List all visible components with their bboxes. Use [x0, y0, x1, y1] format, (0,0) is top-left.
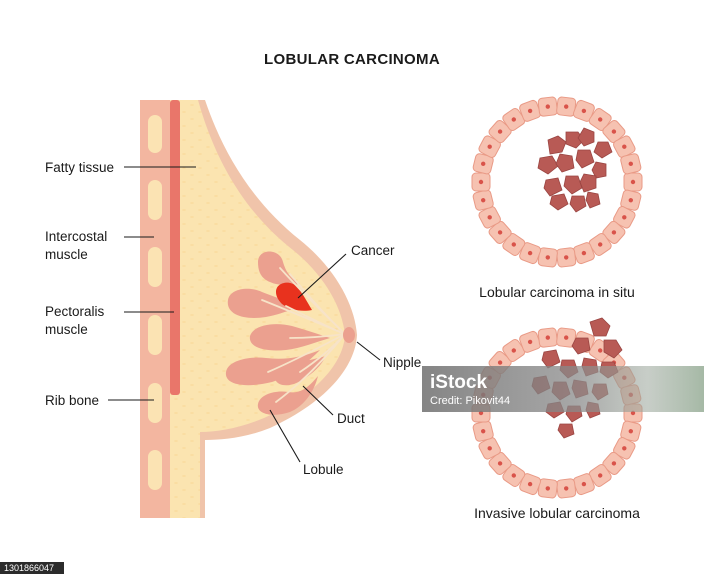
- label-duct: Duct: [337, 411, 365, 426]
- ring-cell: [602, 120, 626, 144]
- label-nipple: Nipple: [383, 355, 421, 370]
- ring-cell: [488, 220, 512, 244]
- in-situ-cell-ring: [471, 96, 643, 268]
- ring-cell: [519, 473, 542, 496]
- label-intercostal-line2: muscle: [45, 247, 88, 262]
- diagram-title: LOBULAR CARCINOMA: [264, 51, 440, 68]
- ring-cell: [478, 206, 501, 229]
- watermark-brand: iStock: [430, 372, 487, 393]
- caption-in-situ: Lobular carcinoma in situ: [479, 284, 635, 300]
- ring-cell: [519, 242, 542, 265]
- ring-cell: [588, 108, 612, 131]
- label-cancer: Cancer: [351, 243, 395, 258]
- ring-cell: [472, 153, 494, 175]
- ring-cell: [502, 108, 526, 131]
- caption-invasive: Invasive lobular carcinoma: [474, 505, 640, 521]
- ring-cell: [556, 247, 577, 268]
- ring-cell: [472, 420, 494, 442]
- leader-lines: [108, 166, 381, 463]
- ring-cell: [602, 220, 626, 244]
- stock-watermark: iStock Credit: Pikovit44: [422, 366, 704, 412]
- label-intercostal-line1: Intercostal: [45, 229, 107, 244]
- rib-bones: [148, 115, 162, 490]
- stock-id-tag: 1301866047: [0, 562, 64, 574]
- label-pectoralis-line2: muscle: [45, 322, 88, 337]
- ring-cell: [472, 189, 494, 211]
- pectoralis-muscle: [170, 100, 180, 395]
- watermark-credit: Credit: Pikovit44: [430, 395, 510, 407]
- ring-cell: [620, 153, 642, 175]
- in-situ-tumor-cluster: [537, 127, 613, 213]
- label-fatty-tissue: Fatty tissue: [45, 160, 114, 175]
- label-lobule: Lobule: [303, 462, 344, 477]
- ring-cell: [502, 339, 526, 362]
- label-pectoralis-line1: Pectoralis: [45, 304, 105, 319]
- ring-cell: [488, 120, 512, 144]
- ducts: [261, 267, 346, 403]
- ring-cell: [556, 96, 577, 117]
- ring-cell: [556, 478, 577, 499]
- nipple: [343, 327, 355, 343]
- ring-cell: [613, 437, 636, 460]
- stock-id: 1301866047: [4, 563, 54, 573]
- breast-cross-section: [140, 100, 357, 518]
- cancer-mass: [276, 282, 312, 311]
- ring-cell: [471, 172, 491, 192]
- intercostal-muscle: [140, 100, 170, 518]
- ring-cell: [537, 327, 558, 348]
- label-rib-bone: Rib bone: [45, 393, 99, 408]
- ring-cell: [572, 99, 595, 122]
- ring-cell: [537, 96, 558, 117]
- ring-cell: [588, 233, 612, 256]
- ring-cell: [623, 172, 643, 192]
- ring-cell: [588, 464, 612, 487]
